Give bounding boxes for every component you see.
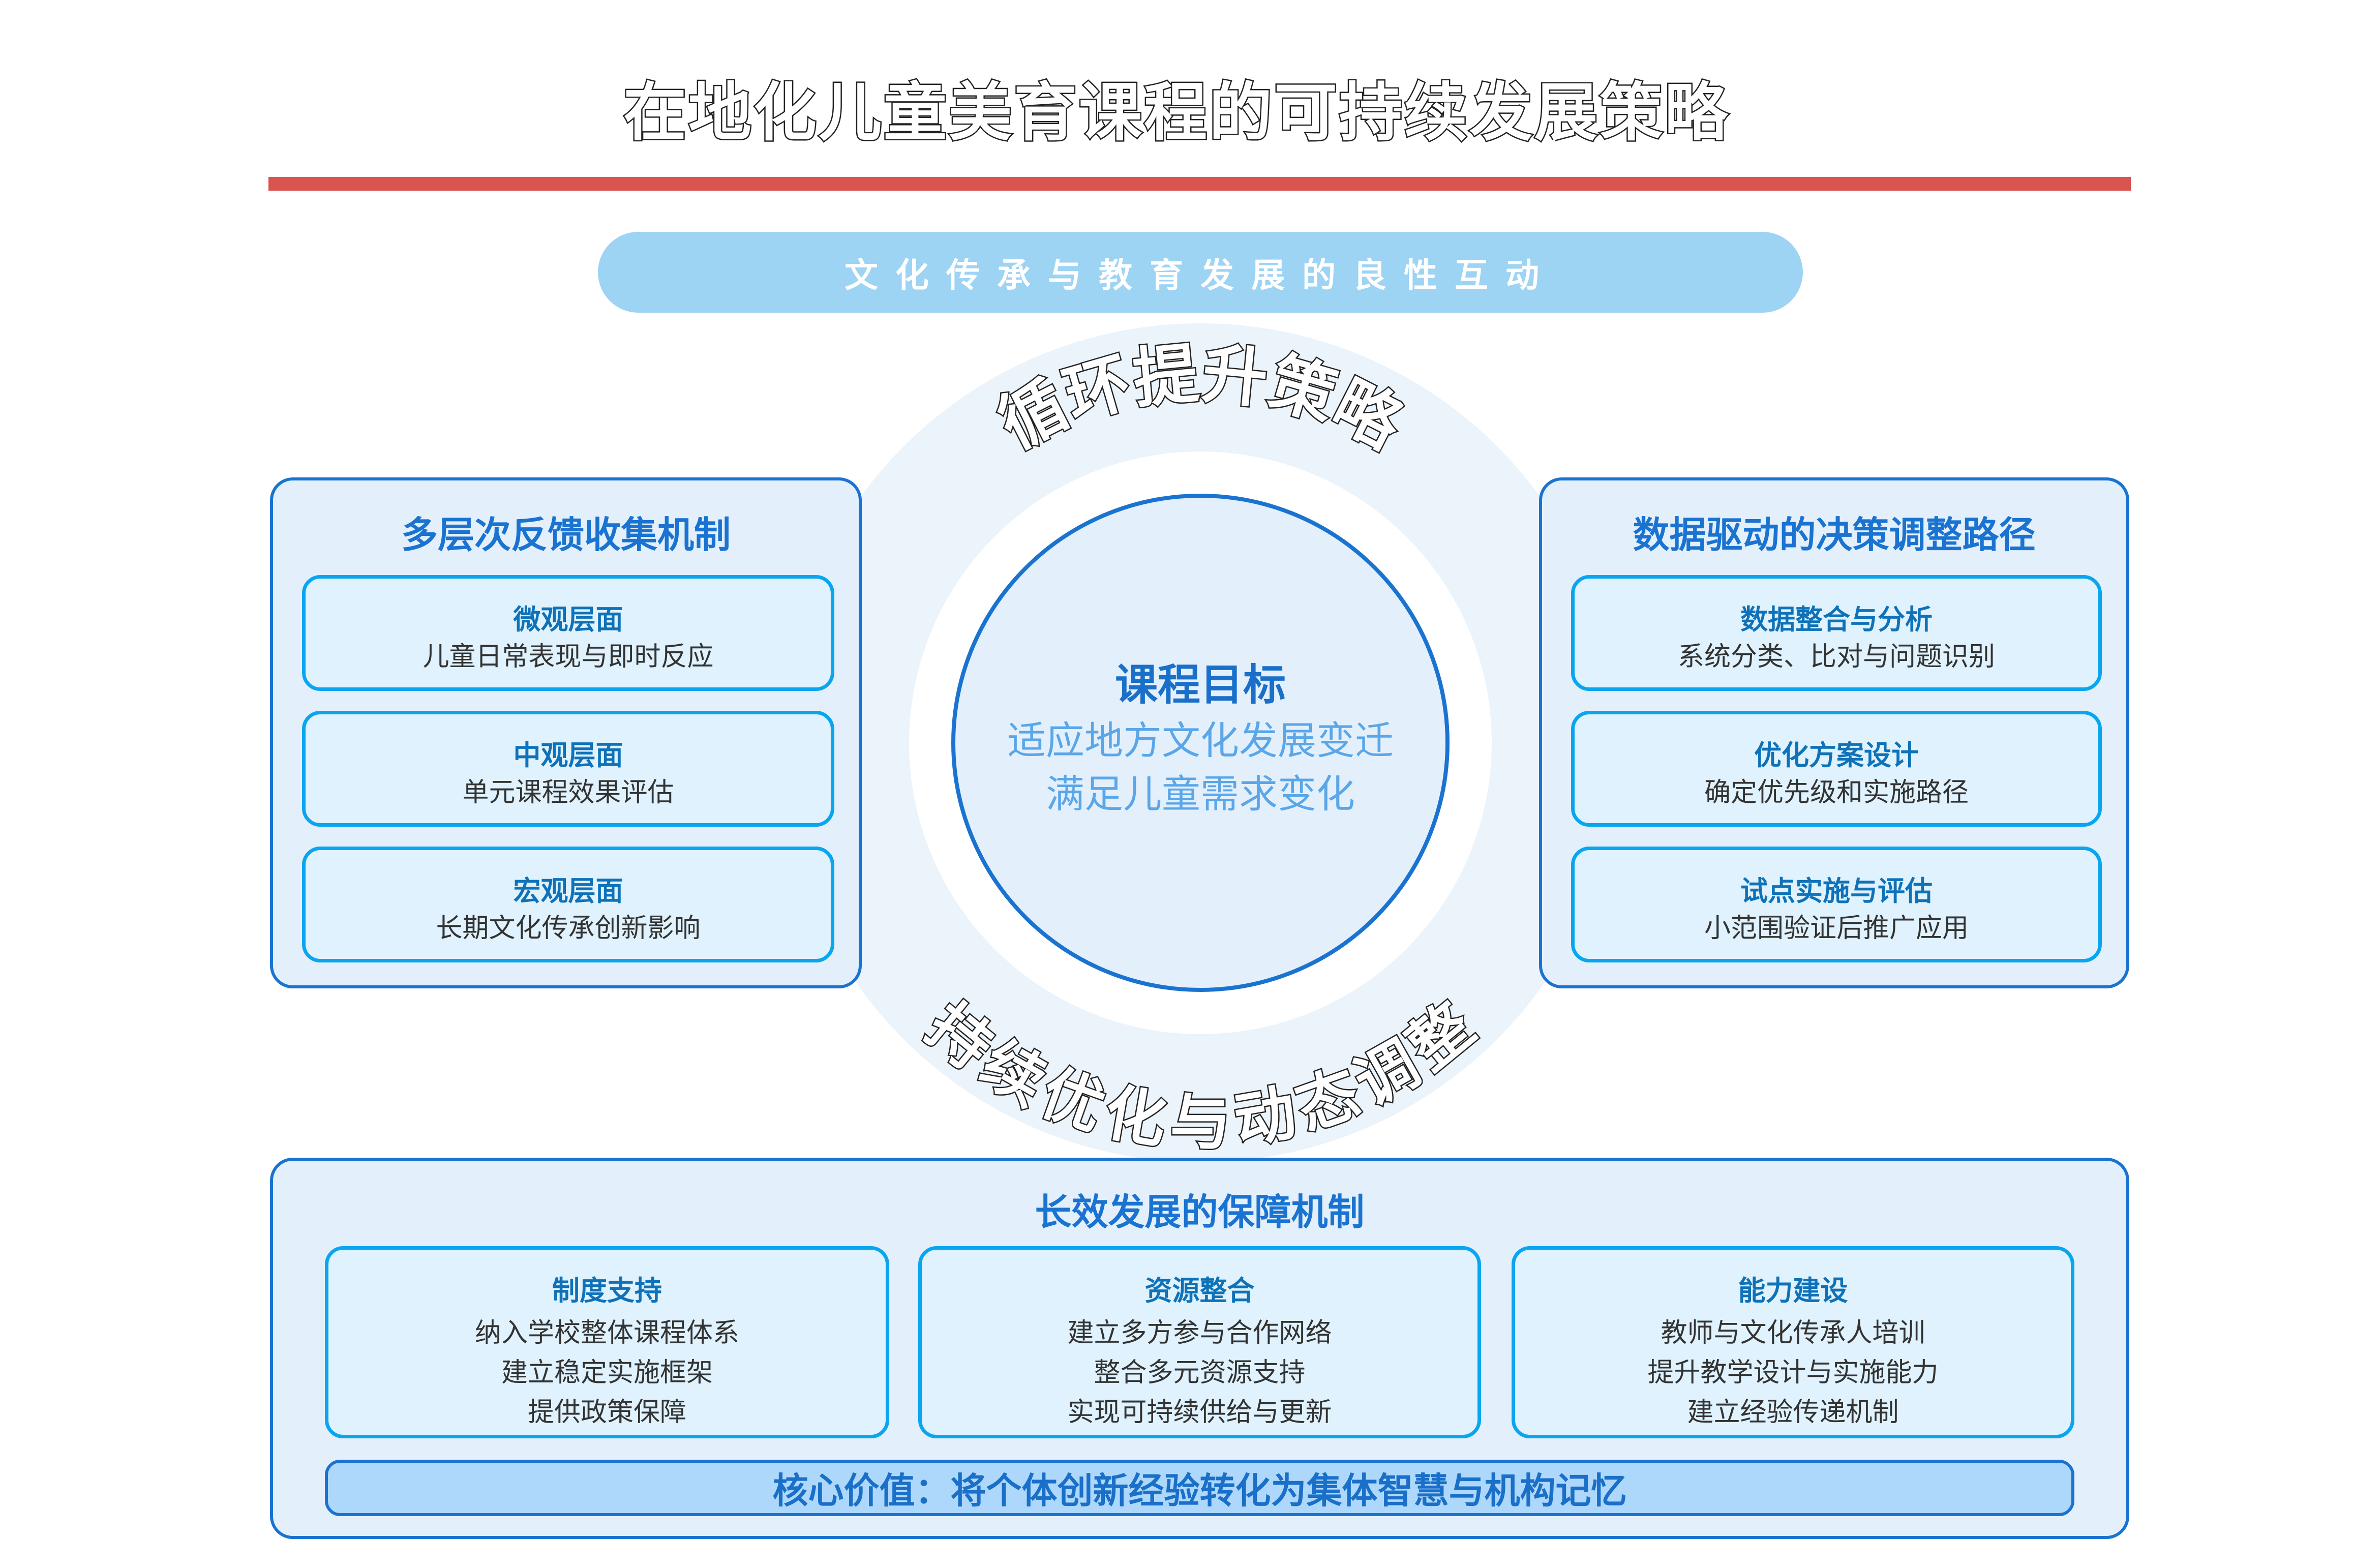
page-title: 在地化儿童美育课程的可持续发展策略 (622, 75, 1730, 151)
item-title: 微观层面 (513, 604, 623, 636)
center-title: 课程目标 (1114, 660, 1286, 710)
item-title: 数据整合与分析 (1740, 604, 1933, 636)
item-title: 试点实施与评估 (1740, 875, 1933, 907)
panel-title: 多层次反馈收集机制 (401, 514, 731, 556)
goal-circle (951, 494, 1450, 992)
item-line: 建立多方参与合作网络 (1067, 1318, 1332, 1348)
item-line: 纳入学校整体课程体系 (474, 1318, 739, 1348)
banner: 文化传承与教育发展的良性互动 (598, 232, 1803, 313)
list-item: 试点实施与评估 小范围验证后推广应用 (1571, 847, 2102, 962)
list-item: 中观层面 单元课程效果评估 (302, 711, 834, 827)
list-item: 微观层面 儿童日常表现与即时反应 (302, 575, 834, 691)
list-item: 优化方案设计 确定优先级和实施路径 (1571, 711, 2102, 827)
item-desc: 确定优先级和实施路径 (1704, 777, 1969, 808)
item-line: 建立经验传递机制 (1687, 1397, 1899, 1428)
list-item: 资源整合 建立多方参与合作网络 整合多元资源支持 实现可持续供给与更新 (918, 1246, 1481, 1438)
core-value-bar: 核心价值：将个体创新经验转化为集体智慧与机构记忆 (325, 1460, 2074, 1516)
panel-title: 长效发展的保障机制 (1035, 1191, 1365, 1233)
item-title: 能力建设 (1738, 1275, 1848, 1307)
center-line: 适应地方文化发展变迁 (1007, 718, 1394, 763)
item-title: 资源整合 (1144, 1275, 1255, 1307)
item-title: 优化方案设计 (1754, 739, 1919, 771)
item-line: 教师与文化传承人培训 (1661, 1318, 1925, 1348)
item-title: 制度支持 (552, 1275, 662, 1307)
item-line: 建立稳定实施框架 (501, 1358, 713, 1388)
item-desc: 小范围验证后推广应用 (1704, 913, 1969, 944)
panel-title: 数据驱动的决策调整路径 (1633, 514, 2036, 556)
list-item: 数据整合与分析 系统分类、比对与问题识别 (1571, 575, 2102, 691)
item-desc: 儿童日常表现与即时反应 (423, 642, 714, 672)
title-divider (268, 177, 2131, 191)
item-line: 提升教学设计与实施能力 (1647, 1358, 1939, 1388)
item-title: 宏观层面 (513, 875, 623, 907)
item-desc: 系统分类、比对与问题识别 (1677, 642, 1995, 672)
list-item: 能力建设 教师与文化传承人培训 提升教学设计与实施能力 建立经验传递机制 (1512, 1246, 2074, 1438)
item-desc: 单元课程效果评估 (462, 777, 674, 808)
feedback-panel: 多层次反馈收集机制 微观层面 儿童日常表现与即时反应 中观层面 单元课程效果评估… (270, 477, 862, 988)
list-item: 宏观层面 长期文化传承创新影响 (302, 847, 834, 962)
decision-panel: 数据驱动的决策调整路径 数据整合与分析 系统分类、比对与问题识别 优化方案设计 … (1539, 477, 2129, 988)
center-line: 满足儿童需求变化 (1046, 771, 1355, 817)
item-line: 整合多元资源支持 (1094, 1358, 1306, 1388)
item-line: 实现可持续供给与更新 (1067, 1397, 1332, 1428)
list-item: 制度支持 纳入学校整体课程体系 建立稳定实施框架 提供政策保障 (325, 1246, 889, 1438)
item-title: 中观层面 (513, 739, 623, 771)
item-desc: 长期文化传承创新影响 (436, 913, 701, 944)
item-line: 提供政策保障 (527, 1397, 686, 1428)
